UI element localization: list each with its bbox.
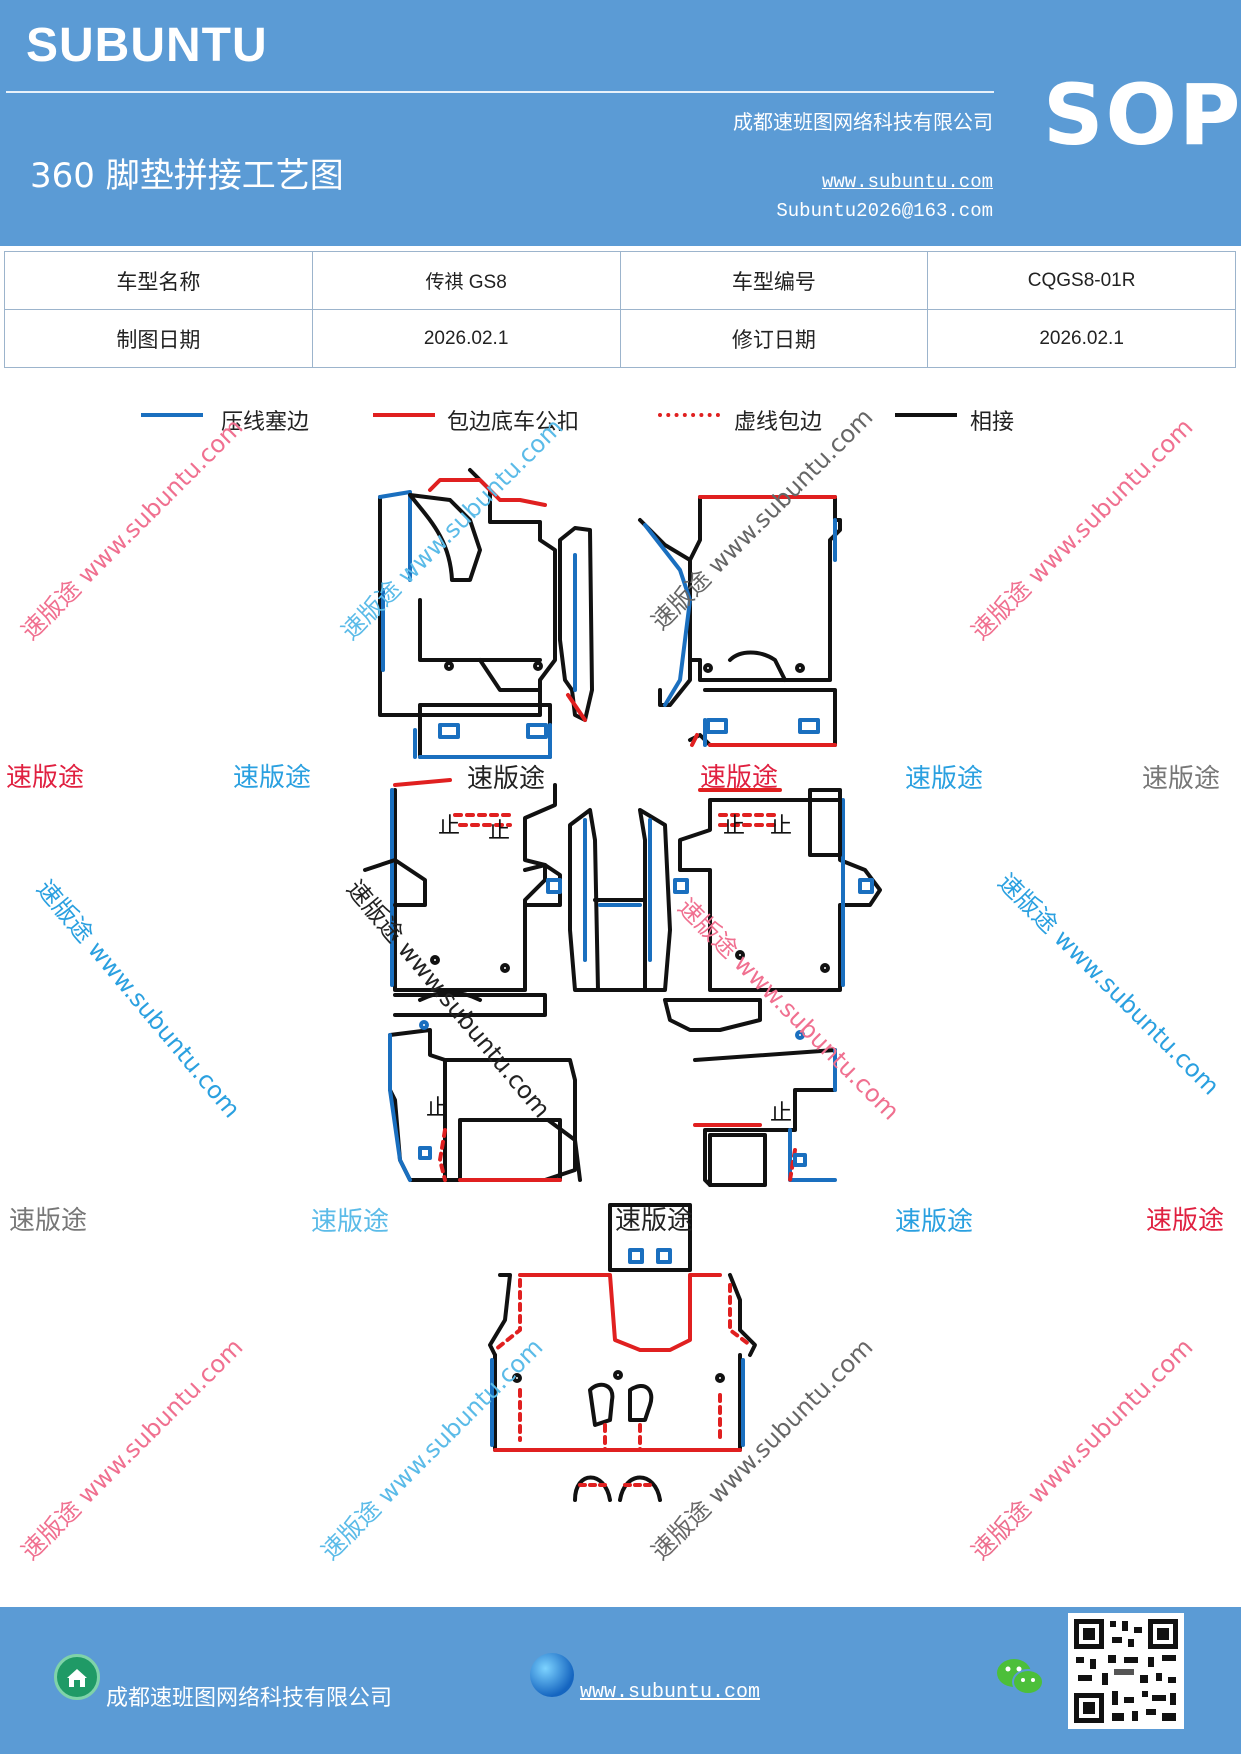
legend-swatch-black xyxy=(895,413,957,417)
watermark-text: 速版途 xyxy=(1146,1206,1225,1236)
vehicle-info-table: 车型名称 传祺 GS8 车型编号 CQGS8-01R 制图日期 2026.02.… xyxy=(4,251,1236,368)
second-row-left-mat-pieces xyxy=(363,778,562,1017)
model-code-label: 车型编号 xyxy=(619,251,929,310)
footer-company: 成都速班图网络科技有限公司 xyxy=(106,1686,393,1711)
stop-mark: 止 xyxy=(770,814,792,839)
company-name: 成都速班图网络科技有限公司 xyxy=(733,110,993,134)
watermark-text: 速版途 xyxy=(615,1206,694,1236)
home-icon xyxy=(54,1654,100,1700)
draw-date-label: 制图日期 xyxy=(4,309,313,368)
draw-date-value: 2026.02.1 xyxy=(311,309,621,368)
watermark-text: 速版途 xyxy=(233,763,312,793)
header: SUBUNTU 成都速班图网络科技有限公司 360 脚垫拼接工艺图 www.su… xyxy=(0,0,1241,246)
center-tunnel-mat xyxy=(568,808,672,992)
revise-date-label: 修订日期 xyxy=(619,309,929,368)
watermark-text: 速版途 xyxy=(1142,764,1221,794)
third-row-right-mat-pieces xyxy=(663,998,837,1187)
document-title: 360 脚垫拼接工艺图 xyxy=(30,156,344,196)
footer: 成都速班图网络科技有限公司 www.subuntu.com xyxy=(0,1607,1241,1754)
globe-icon xyxy=(530,1653,574,1697)
stop-mark: 止 xyxy=(426,1096,448,1121)
header-divider xyxy=(6,91,994,93)
front-left-mat-pieces xyxy=(378,468,594,759)
sop-badge: SOP xyxy=(1043,66,1241,164)
watermark-text: 速版途 xyxy=(6,763,85,793)
front-right-mat-pieces xyxy=(638,495,842,747)
second-row-right-mat-pieces xyxy=(673,788,882,992)
legend-swatch-red-dashed xyxy=(658,413,720,417)
legend-label: 相接 xyxy=(970,410,1015,435)
qr-code xyxy=(1068,1613,1184,1729)
stop-mark: 止 xyxy=(488,819,510,844)
legend-label: 压线塞边 xyxy=(221,410,310,435)
watermark-text: 速版途 xyxy=(895,1207,974,1237)
watermark-text: 速版途 xyxy=(905,764,984,794)
footer-website-link[interactable]: www.subuntu.com xyxy=(580,1681,761,1704)
table-row: 车型名称 传祺 GS8 车型编号 CQGS8-01R xyxy=(4,251,1236,310)
watermark-text: 速版途 xyxy=(467,764,546,794)
legend-swatch-blue xyxy=(141,413,203,417)
third-row-left-mat-pieces xyxy=(388,990,582,1182)
brand-logo: SUBUNTU xyxy=(26,19,268,72)
table-row: 制图日期 2026.02.1 修订日期 2026.02.1 xyxy=(4,309,1236,368)
legend-swatch-red xyxy=(373,413,435,417)
stop-mark: 止 xyxy=(723,814,745,839)
legend-label: 虚线包边 xyxy=(734,410,823,435)
watermark-text: 速版途 xyxy=(9,1206,88,1236)
wechat-icon xyxy=(996,1655,1044,1699)
line-legend: 压线塞边 包边底车公扣 虚线包边 相接 xyxy=(0,404,1241,435)
watermark-text: 速版途 xyxy=(700,763,779,793)
revise-date-value: 2026.02.1 xyxy=(927,309,1236,368)
website-link[interactable]: www.subuntu.com xyxy=(821,171,993,193)
trunk-mat-pieces xyxy=(488,1203,757,1502)
stop-mark: 止 xyxy=(770,1101,792,1126)
model-name-value: 传祺 GS8 xyxy=(311,251,621,310)
model-name-label: 车型名称 xyxy=(4,251,313,310)
email-address: Subuntu2026@163.com xyxy=(776,200,993,222)
stop-mark: 止 xyxy=(438,814,460,839)
watermark-text: 速版途 xyxy=(311,1207,390,1237)
legend-label: 包边底车公扣 xyxy=(447,410,580,435)
model-code-value: CQGS8-01R xyxy=(927,251,1236,310)
